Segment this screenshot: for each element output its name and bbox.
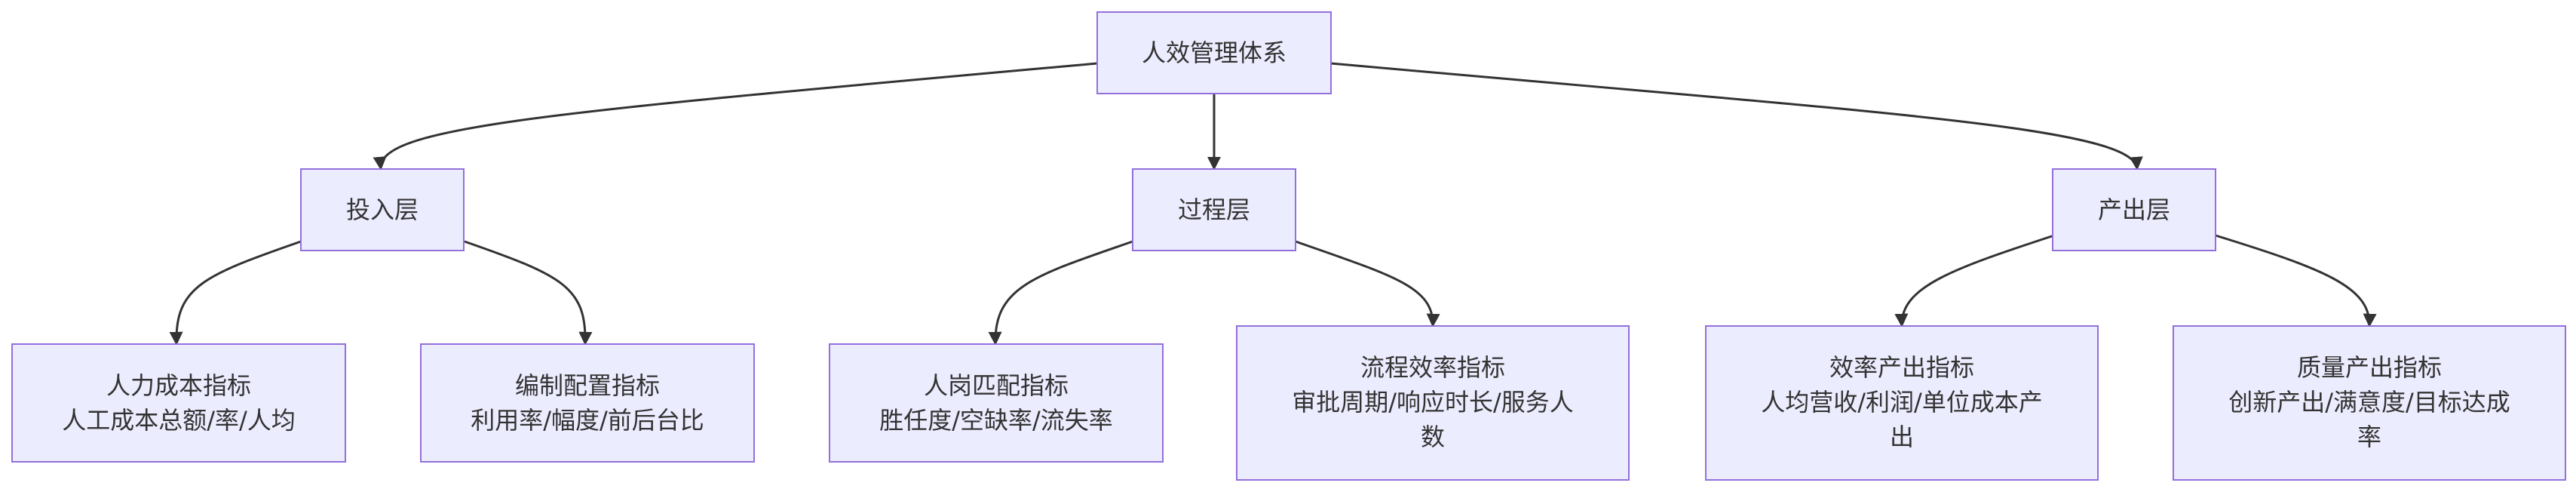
edge-root-to-input-layer [373, 62, 1098, 171]
node-quality-output-metrics-detail: 创新产出/满意度/目标达成 [2228, 388, 2510, 417]
node-root-label: 人效管理体系 [1142, 38, 1286, 67]
node-process-layer-label: 过程层 [1178, 195, 1250, 224]
node-staffing-metrics-detail: 利用率/幅度/前后台比 [471, 406, 704, 435]
node-job-match-metrics-detail: 胜任度/空缺率/流失率 [879, 406, 1113, 435]
node-efficiency-output-metrics-detail-cont: 出 [1890, 423, 1914, 451]
node-root[interactable]: 人效管理体系 [1096, 11, 1332, 94]
edge-process-to-flow-efficiency [1295, 240, 1440, 327]
edge-process-to-job-match [988, 240, 1133, 346]
node-hr-cost-metrics-title: 人力成本指标 [106, 371, 251, 400]
node-quality-output-metrics-detail-cont: 率 [2357, 423, 2381, 451]
node-output-layer-label: 产出层 [2098, 195, 2170, 224]
node-efficiency-output-metrics-detail: 人均营收/利润/单位成本产 [1761, 388, 2043, 417]
edge-root-to-output-layer [1330, 62, 2143, 171]
edge-output-to-quality-output [2215, 234, 2377, 327]
node-staffing-metrics[interactable]: 编制配置指标 利用率/幅度/前后台比 [420, 343, 755, 463]
node-efficiency-output-metrics[interactable]: 效率产出指标 人均营收/利润/单位成本产 出 [1705, 325, 2099, 481]
edge-output-to-efficiency-output [1894, 234, 2055, 327]
node-quality-output-metrics[interactable]: 质量产出指标 创新产出/满意度/目标达成 率 [2173, 325, 2566, 481]
node-process-layer[interactable]: 过程层 [1132, 168, 1296, 251]
node-job-match-metrics-title: 人岗匹配指标 [924, 371, 1069, 400]
edge-input-to-staffing [464, 240, 593, 346]
node-input-layer[interactable]: 投入层 [300, 168, 465, 251]
node-hr-cost-metrics[interactable]: 人力成本指标 人工成本总额/率/人均 [11, 343, 346, 463]
node-flow-efficiency-metrics[interactable]: 流程效率指标 审批周期/响应时长/服务人 数 [1236, 325, 1630, 481]
node-flow-efficiency-metrics-detail: 审批周期/响应时长/服务人 [1292, 388, 1574, 417]
node-input-layer-label: 投入层 [346, 195, 419, 224]
edge-input-to-hr-cost [169, 240, 302, 346]
node-job-match-metrics[interactable]: 人岗匹配指标 胜任度/空缺率/流失率 [829, 343, 1164, 463]
node-quality-output-metrics-title: 质量产出指标 [2297, 353, 2442, 382]
node-flow-efficiency-metrics-title: 流程效率指标 [1360, 353, 1505, 382]
node-efficiency-output-metrics-title: 效率产出指标 [1829, 353, 1974, 382]
edges [169, 62, 2377, 346]
node-staffing-metrics-title: 编制配置指标 [515, 371, 660, 400]
node-hr-cost-metrics-detail: 人工成本总额/率/人均 [62, 406, 296, 435]
node-flow-efficiency-metrics-detail-cont: 数 [1421, 423, 1445, 451]
node-output-layer[interactable]: 产出层 [2052, 168, 2216, 251]
